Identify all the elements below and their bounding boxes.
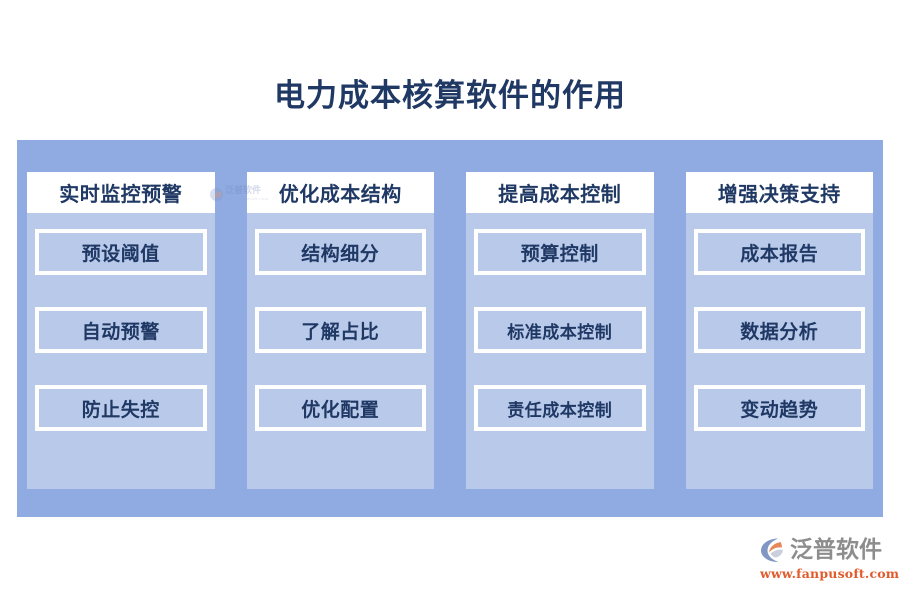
category-header-1: 实时监控预警	[27, 172, 215, 213]
category-item-3-1[interactable]: 预算控制	[474, 229, 646, 275]
category-item-1-3[interactable]: 防止失控	[35, 385, 207, 431]
category-body-3: 预算控制 标准成本控制 责任成本控制	[466, 213, 654, 489]
category-body-4: 成本报告 数据分析 变动趋势	[685, 213, 873, 489]
fanpu-logo-icon	[758, 536, 786, 564]
category-body-2: 结构细分 了解占比 优化配置	[246, 213, 434, 489]
brand-name: 泛普软件	[790, 536, 882, 563]
category-body-1: 预设阈值 自动预警 防止失控	[27, 213, 215, 489]
brand-logo-row: 泛普软件	[758, 536, 882, 564]
category-item-2-2[interactable]: 了解占比	[254, 307, 426, 353]
brand-logo: 泛普软件 www.fanpusoft.com	[758, 536, 899, 584]
category-item-4-3[interactable]: 变动趋势	[693, 385, 865, 431]
brand-url: www.fanpusoft.com	[760, 566, 900, 581]
category-column-4: 增强决策支持 成本报告 数据分析 变动趋势	[685, 172, 873, 489]
category-column-3: 提高成本控制 预算控制 标准成本控制 责任成本控制	[466, 172, 654, 489]
category-item-1-2[interactable]: 自动预警	[35, 307, 207, 353]
category-item-4-2[interactable]: 数据分析	[693, 307, 865, 353]
category-item-3-2[interactable]: 标准成本控制	[474, 307, 646, 353]
page-title: 电力成本核算软件的作用	[274, 78, 626, 114]
category-header-2: 优化成本结构	[246, 172, 434, 213]
category-item-3-3[interactable]: 责任成本控制	[474, 385, 646, 431]
category-item-4-1[interactable]: 成本报告	[693, 229, 865, 275]
category-column-2: 优化成本结构 结构细分 了解占比 优化配置	[246, 172, 434, 489]
category-header-4: 增强决策支持	[685, 172, 873, 213]
category-header-3: 提高成本控制	[466, 172, 654, 213]
category-item-1-1[interactable]: 预设阈值	[35, 229, 207, 275]
diagram-board: 实时监控预警 预设阈值 自动预警 防止失控 优化成本结构 结构细分 了解占比 优…	[17, 140, 883, 517]
category-item-2-1[interactable]: 结构细分	[254, 229, 426, 275]
category-column-1: 实时监控预警 预设阈值 自动预警 防止失控	[27, 172, 215, 489]
category-item-2-3[interactable]: 优化配置	[254, 385, 426, 431]
